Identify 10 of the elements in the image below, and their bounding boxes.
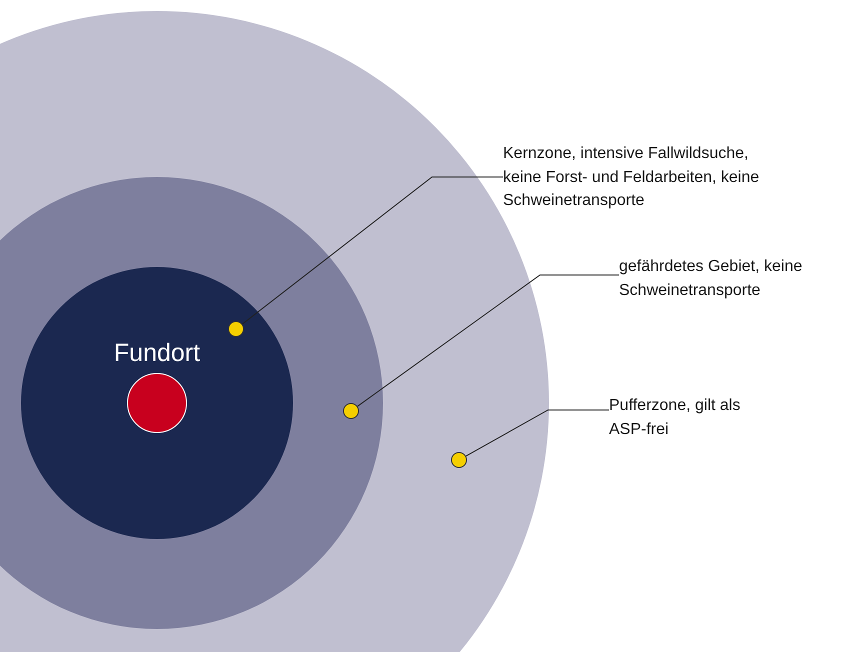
zone-label: Kernzone, intensive Fallwildsuche, keine Forst- und Feldarbeiten, keine Schweinetransporte (503, 144, 760, 211)
place-label: Fundort (114, 339, 200, 368)
marker-dot (451, 452, 467, 468)
marker-dot (343, 403, 359, 419)
zone-label: gefährdetes Gebiet, keine Schweinetransporte (619, 257, 804, 300)
leader-line (465, 410, 610, 457)
zone-label: Pufferzone, gilt als ASP-frei (609, 396, 742, 440)
leader-line (357, 274, 620, 407)
leader-line (242, 176, 504, 325)
marker-dot (228, 321, 244, 337)
